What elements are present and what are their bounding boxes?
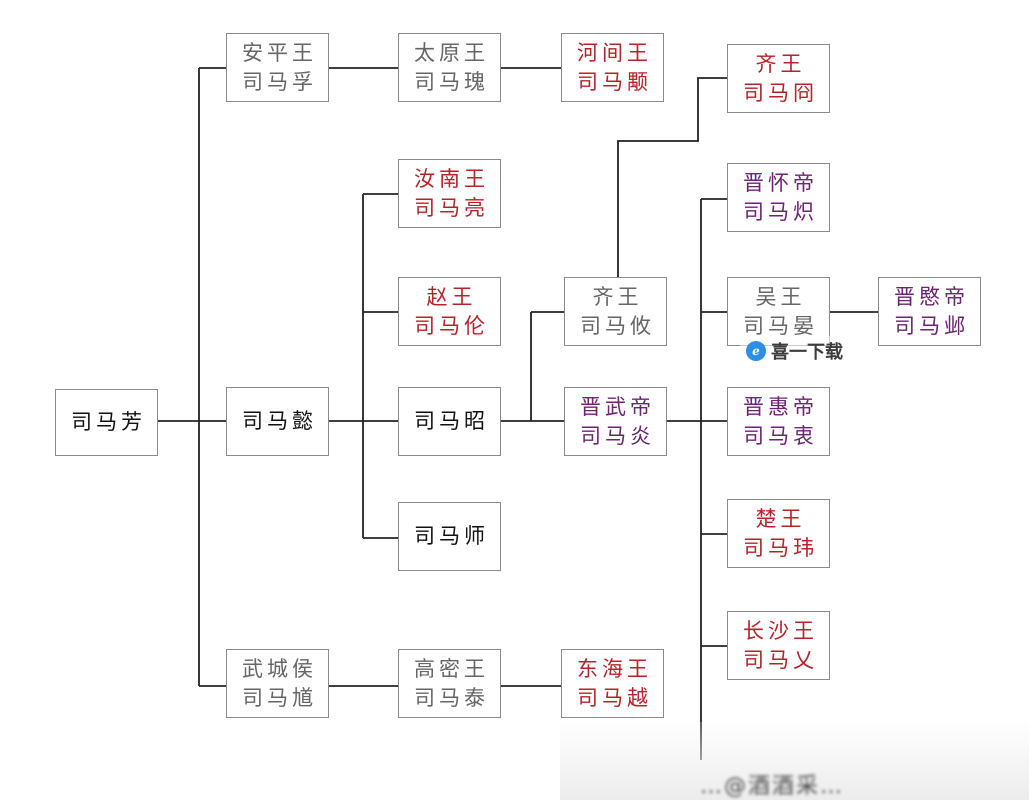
node-text-line: 司马亮 (414, 195, 489, 220)
node-text-line: 司马玮 (743, 535, 818, 560)
node-qi-wang-sima-you: 齐王司马攸 (564, 277, 667, 346)
watermark: ℯ 喜一下载 (740, 336, 849, 366)
node-text-line: 齐王 (755, 51, 806, 76)
node-text-line: 司马馗 (242, 685, 317, 710)
node-text-line: 司马芳 (71, 410, 146, 434)
node-qi-wang-sima-jiong: 齐王司马冏 (727, 44, 830, 113)
node-text-line: 司马邺 (894, 313, 969, 338)
node-text-line: 司马晏 (743, 313, 818, 338)
node-anping-wang: 安平王司马孚 (226, 33, 329, 102)
node-zhao-wang: 赵王司马伦 (398, 277, 501, 346)
node-jin-huidi: 晋惠帝司马衷 (727, 387, 830, 456)
node-text-line: 司马炎 (580, 423, 655, 448)
footer-blur-band (560, 722, 1029, 800)
node-text-line: 司马衷 (743, 423, 818, 448)
node-changsha-wang: 长沙王司马乂 (727, 611, 830, 680)
node-sima-yi: 司马懿 (226, 387, 329, 456)
node-text-line: 司马颙 (577, 69, 652, 94)
node-wucheng-hou: 武城侯司马馗 (226, 649, 329, 718)
watermark-text: 喜一下载 (771, 342, 843, 363)
node-text-line: 司马乂 (743, 647, 818, 672)
node-gaomi-wang: 高密王司马泰 (398, 649, 501, 718)
node-taiyuan-wang: 太原王司马瑰 (398, 33, 501, 102)
node-text-line: 司马越 (577, 685, 652, 710)
node-text-line: 东海王 (577, 656, 652, 681)
node-text-line: 楚王 (755, 506, 806, 531)
node-text-line: 司马冏 (743, 80, 818, 105)
node-chu-wang: 楚王司马玮 (727, 499, 830, 568)
node-donghai-wang: 东海王司马越 (561, 649, 664, 718)
node-jin-huaidi: 晋怀帝司马炽 (727, 163, 830, 232)
node-wu-wang: 吴王司马晏 (727, 277, 830, 346)
node-text-line: 赵王 (426, 284, 477, 309)
node-hejian-wang: 河间王司马颙 (561, 33, 664, 102)
node-text-line: 司马瑰 (414, 69, 489, 94)
node-text-line: 司马昭 (414, 409, 489, 433)
node-runan-wang: 汝南王司马亮 (398, 159, 501, 228)
node-text-line: 司马孚 (242, 69, 317, 94)
connector-line (617, 77, 727, 277)
node-text-line: 晋惠帝 (743, 394, 818, 419)
node-text-line: 晋愍帝 (894, 284, 969, 309)
node-sima-zhao: 司马昭 (398, 387, 501, 456)
node-jin-wudi: 晋武帝司马炎 (564, 387, 667, 456)
watermark-logo-icon: ℯ (746, 341, 766, 361)
node-text-line: 司马泰 (414, 685, 489, 710)
node-jin-mindi: 晋愍帝司马邺 (878, 277, 981, 346)
node-text-line: 安平王 (242, 40, 317, 65)
node-text-line: 高密王 (414, 656, 489, 681)
node-text-line: 晋武帝 (580, 394, 655, 419)
node-text-line: 司马懿 (242, 409, 317, 433)
node-sima-fang: 司马芳 (55, 389, 158, 456)
node-text-line: 齐王 (592, 284, 643, 309)
footer-credit: …@酒酒采… (700, 774, 845, 799)
node-sima-shi: 司马师 (398, 502, 501, 571)
node-text-line: 太原王 (414, 40, 489, 65)
node-text-line: 汝南王 (414, 166, 489, 191)
node-text-line: 司马攸 (580, 313, 655, 338)
node-text-line: 晋怀帝 (743, 170, 818, 195)
node-text-line: 长沙王 (743, 618, 818, 643)
node-text-line: 吴王 (755, 284, 806, 309)
node-text-line: 武城侯 (242, 656, 317, 681)
node-text-line: 司马伦 (414, 313, 489, 338)
node-text-line: 河间王 (577, 40, 652, 65)
node-text-line: 司马师 (414, 524, 489, 548)
node-text-line: 司马炽 (743, 199, 818, 224)
